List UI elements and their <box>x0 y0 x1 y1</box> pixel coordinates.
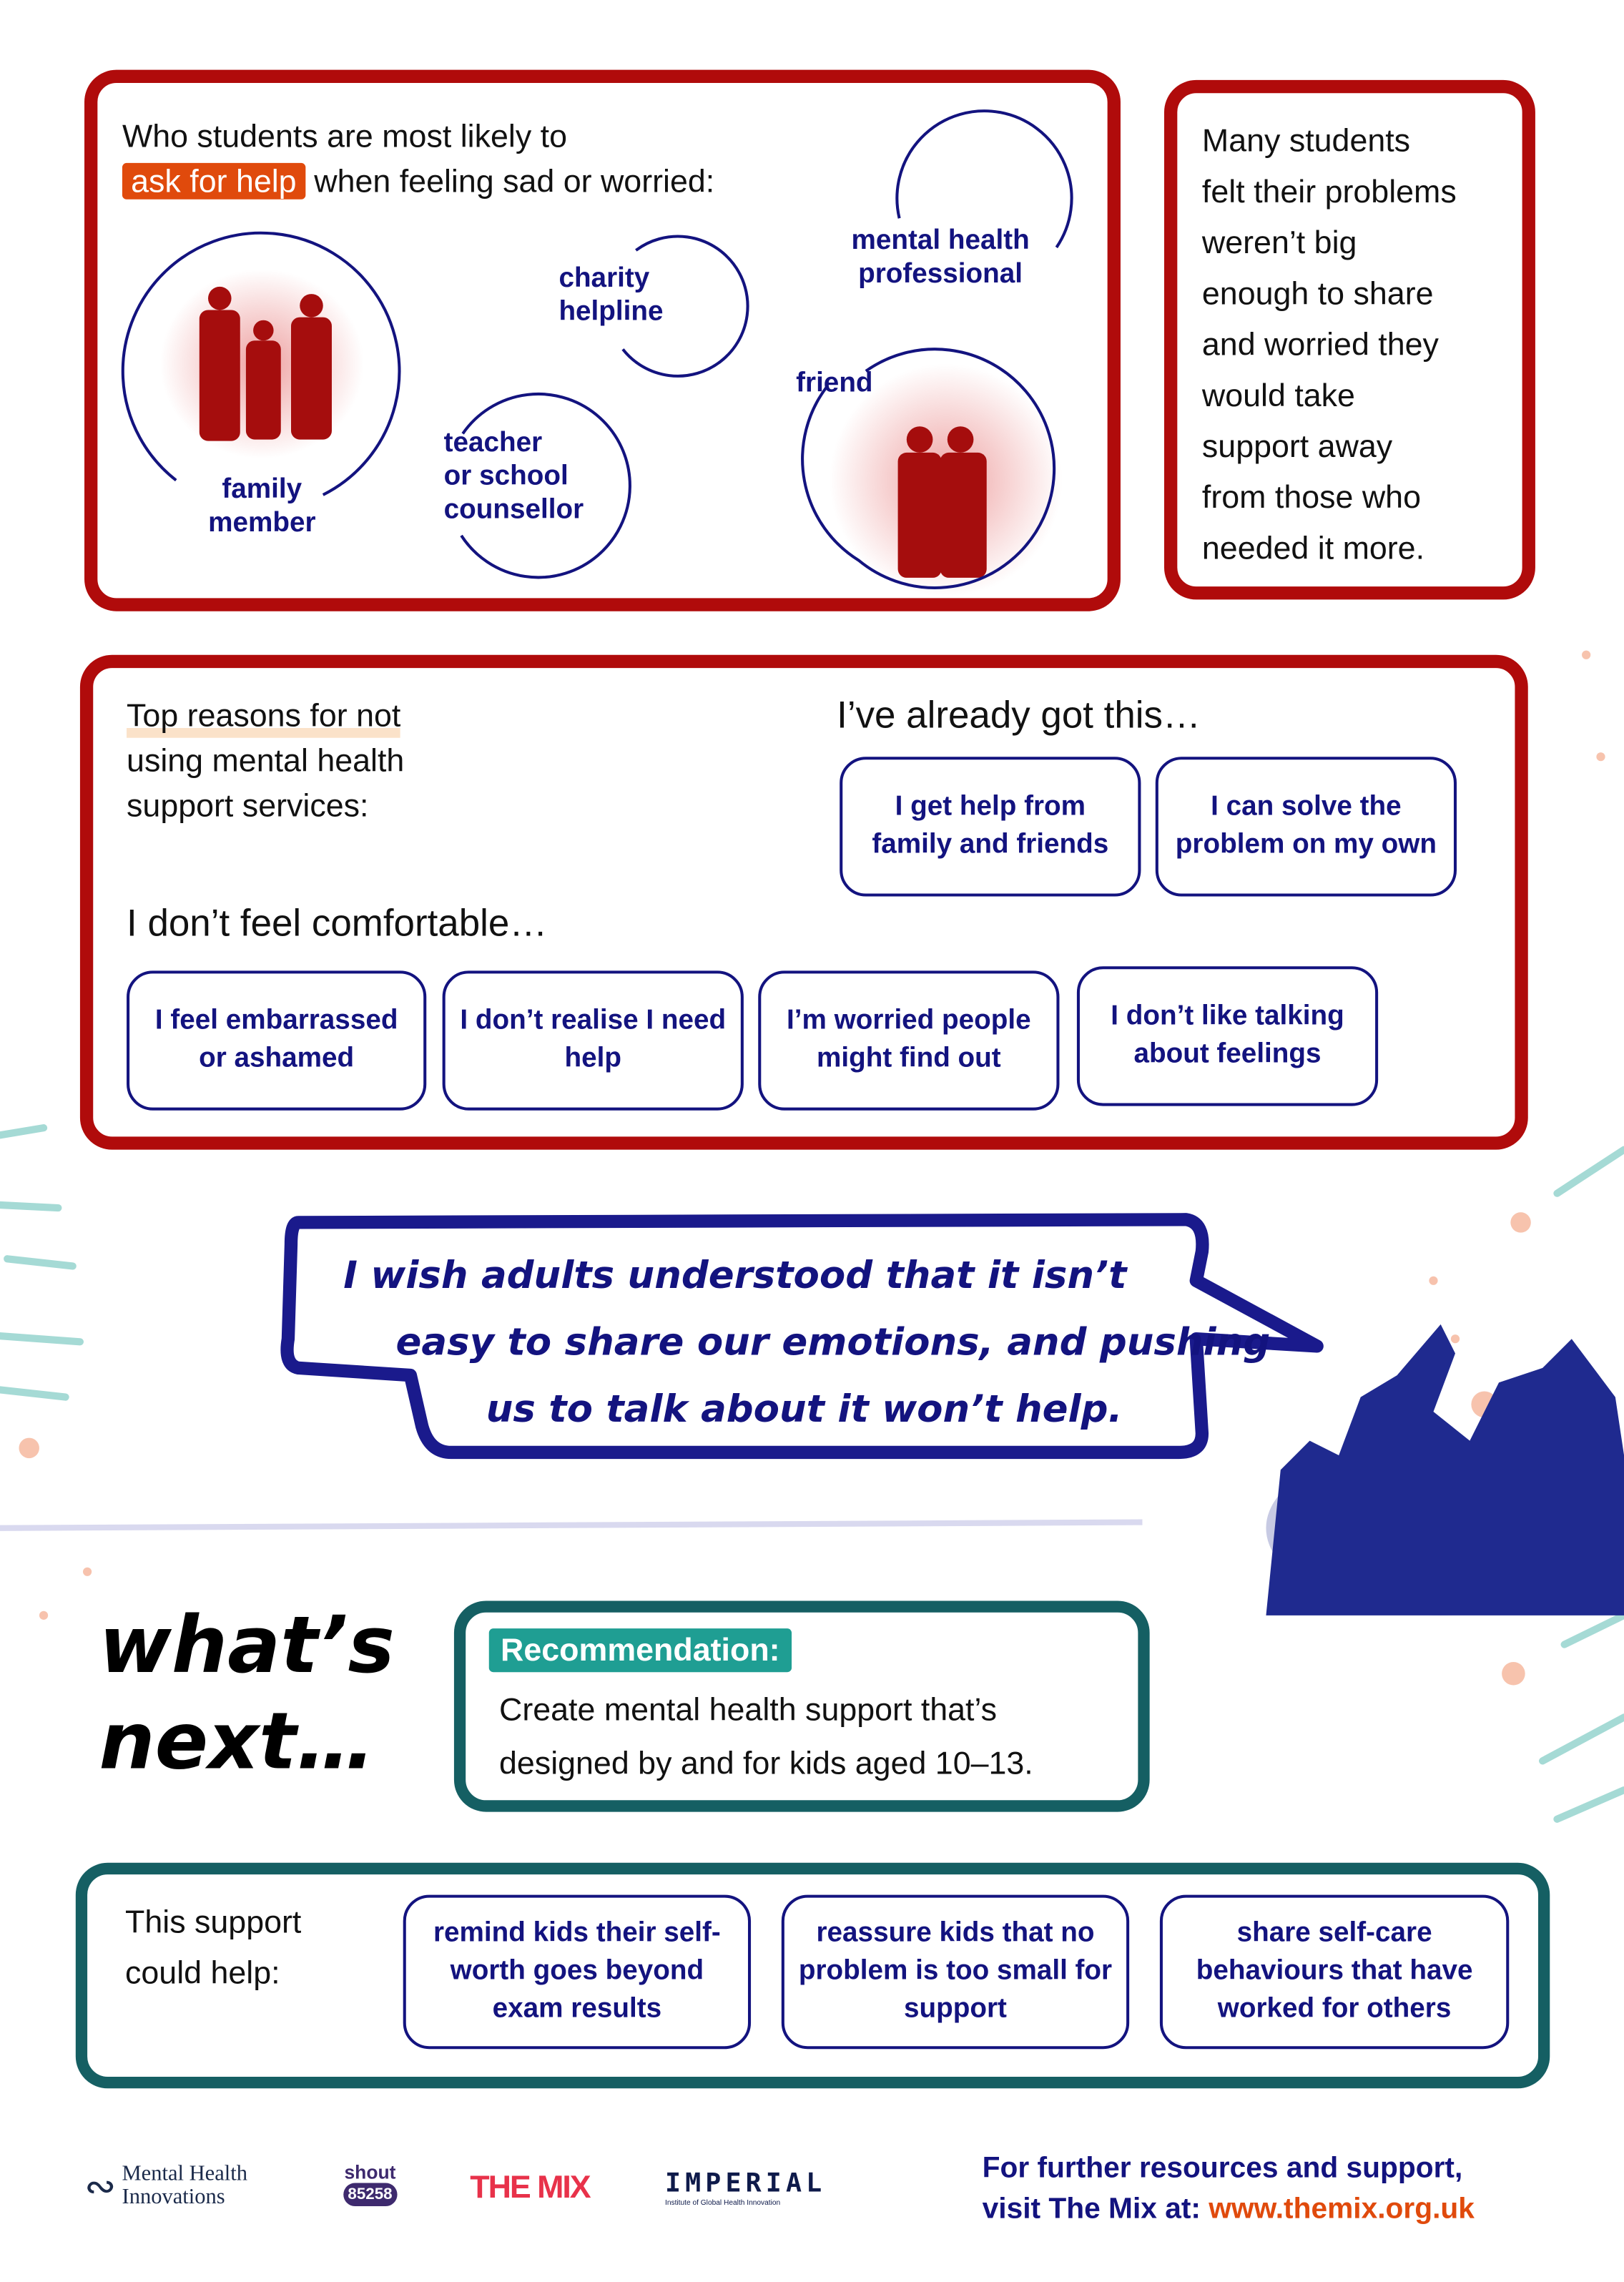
logo-the-mix: THE MIX <box>470 2168 591 2205</box>
reason-pill: I’m worried people might find out <box>758 970 1060 1111</box>
support-pill: reassure kids that no problem is too sma… <box>781 1894 1130 2050</box>
footer-cta: For further resources and support, visit… <box>982 2152 1475 2226</box>
title-line: when feeling sad or worried: <box>314 162 715 200</box>
logo-imperial: IMPERIAL Institute of Global Health Inno… <box>664 2168 827 2208</box>
logo-shout: shout 85258 <box>343 2162 397 2207</box>
ask-for-help-highlight: ask for help <box>122 162 305 200</box>
reason-pill: I feel embarrassed or ashamed <box>127 970 427 1111</box>
themix-link[interactable]: www.themix.org.uk <box>1209 2193 1475 2226</box>
label-friend: friend <box>796 368 873 399</box>
friends-silhouette-icon <box>897 426 987 578</box>
speech-bubble <box>280 1213 1324 1460</box>
cyclists-silhouette <box>1266 1324 1624 1615</box>
reason-pill: I get help from family and friends <box>840 757 1141 897</box>
family-silhouette-icon <box>199 286 332 441</box>
reasons-panel <box>79 654 1528 1150</box>
mhi-swirl-icon: ∾ <box>84 2163 117 2208</box>
recommendation-panel <box>453 1600 1150 1812</box>
not-comfortable-heading: I don’t feel comfortable… <box>127 900 548 945</box>
reason-pill: I don’t realise I need help <box>442 970 744 1111</box>
reason-pill: I don’t like talking about feelings <box>1076 966 1379 1106</box>
side-note-panel <box>1164 79 1535 600</box>
recommendation-label: Recommendation: <box>488 1628 792 1673</box>
help-source-circles <box>121 109 1073 597</box>
support-pill: share self-care behaviours that have wor… <box>1159 1894 1510 2050</box>
quote-text: I wish adults understood that it isn’t e… <box>343 1254 1271 1432</box>
title-line: Who students are most likely to <box>122 117 568 154</box>
already-got-this-heading: I’ve already got this… <box>837 692 1201 737</box>
help-panel-title: Who students are most likely to ask for … <box>122 114 714 204</box>
help-sources-panel <box>84 69 1121 611</box>
support-panel <box>75 1862 1550 2089</box>
support-pill: remind kids their self-worth goes beyond… <box>403 1894 752 2050</box>
reason-pill: I can solve the problem on my own <box>1155 757 1457 897</box>
